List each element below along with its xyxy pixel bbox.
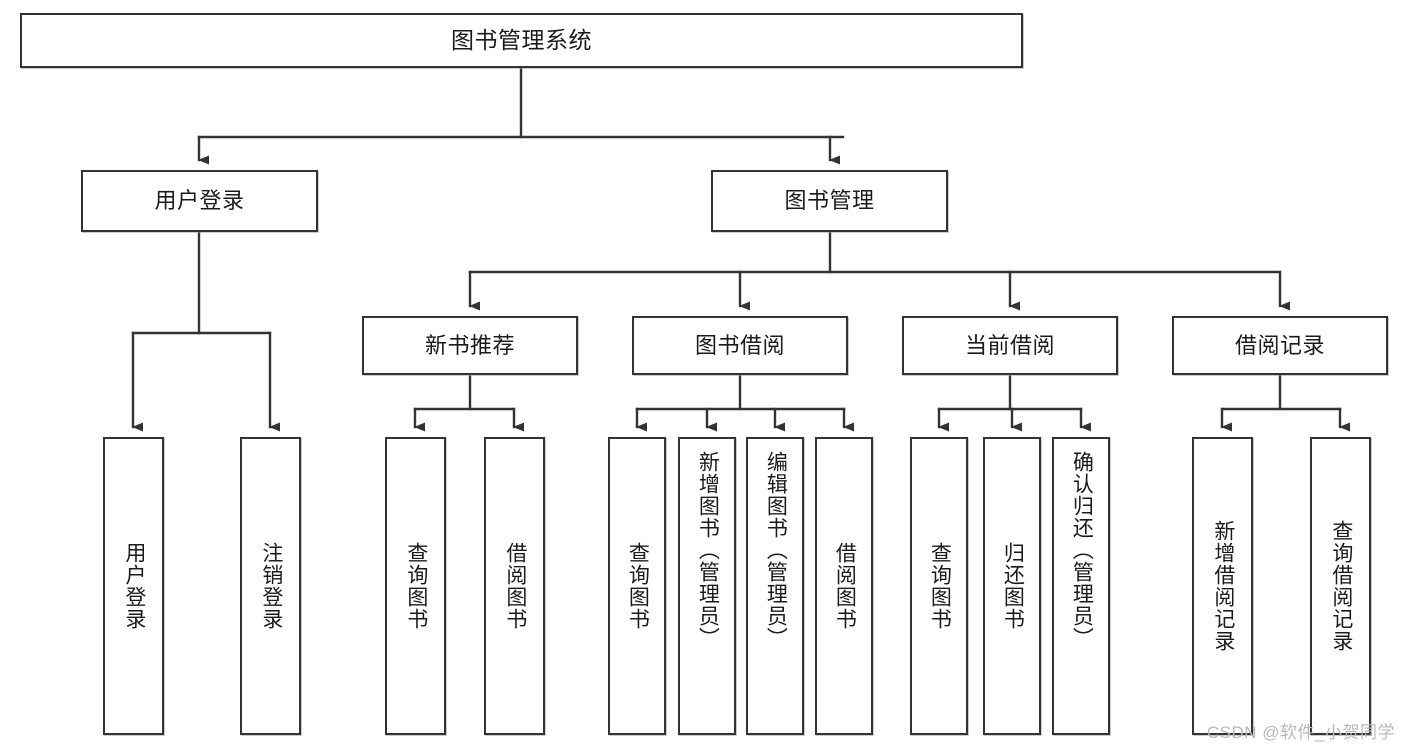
node-borrow-record-label: 借阅记录 <box>1234 332 1325 358</box>
node-book-management-label: 图书管理 <box>784 188 875 214</box>
node-leaf-query-book-1-label: 查询图书 <box>404 542 428 630</box>
node-leaf-confirm-return[interactable]: 确认归还（管理员） <box>1052 437 1110 735</box>
node-leaf-return-book[interactable]: 归还图书 <box>983 437 1041 735</box>
node-current-borrow[interactable]: 当前借阅 <box>902 316 1118 375</box>
node-leaf-borrow-book-2[interactable]: 借阅图书 <box>815 437 873 735</box>
node-leaf-query-record[interactable]: 查询借阅记录 <box>1310 437 1371 735</box>
node-new-book-recommend-label: 新书推荐 <box>424 332 515 358</box>
node-book-borrow[interactable]: 图书借阅 <box>632 316 848 375</box>
node-leaf-user-login-label: 用户登录 <box>122 542 146 630</box>
node-leaf-borrow-book-1[interactable]: 借阅图书 <box>484 437 545 735</box>
node-leaf-user-login[interactable]: 用户登录 <box>103 437 164 735</box>
node-leaf-edit-book[interactable]: 编辑图书（管理员） <box>746 437 804 735</box>
node-leaf-query-book-2-label: 查询图书 <box>626 542 650 630</box>
node-leaf-return-book-label: 归还图书 <box>1001 542 1025 630</box>
node-borrow-record[interactable]: 借阅记录 <box>1172 316 1388 375</box>
node-leaf-query-book-2[interactable]: 查询图书 <box>608 437 666 735</box>
node-leaf-query-record-label: 查询借阅记录 <box>1329 520 1353 652</box>
node-leaf-query-book-1[interactable]: 查询图书 <box>385 437 446 735</box>
node-leaf-borrow-book-1-label: 借阅图书 <box>503 542 527 630</box>
node-leaf-add-record-label: 新增借阅记录 <box>1211 520 1235 652</box>
node-root[interactable]: 图书管理系统 <box>20 13 1023 68</box>
node-leaf-query-book-3[interactable]: 查询图书 <box>910 437 968 735</box>
node-leaf-add-book[interactable]: 新增图书（管理员） <box>678 437 736 735</box>
node-leaf-edit-book-label: 编辑图书（管理员） <box>764 451 788 649</box>
node-leaf-add-book-label: 新增图书（管理员） <box>696 451 720 649</box>
node-leaf-confirm-return-label: 确认归还（管理员） <box>1070 451 1094 649</box>
node-new-book-recommend[interactable]: 新书推荐 <box>362 316 578 375</box>
node-user-login-label: 用户登录 <box>154 188 245 214</box>
node-user-login[interactable]: 用户登录 <box>81 170 318 232</box>
node-book-borrow-label: 图书借阅 <box>694 332 785 358</box>
node-leaf-add-record[interactable]: 新增借阅记录 <box>1192 437 1253 735</box>
watermark-text: CSDN @软件_小贺同学 <box>1206 723 1395 742</box>
node-leaf-borrow-book-2-label: 借阅图书 <box>833 542 857 630</box>
node-leaf-logout-label: 注销登录 <box>259 542 283 630</box>
node-current-borrow-label: 当前借阅 <box>964 332 1055 358</box>
node-leaf-logout[interactable]: 注销登录 <box>240 437 301 735</box>
node-root-label: 图书管理系统 <box>451 26 592 53</box>
node-leaf-query-book-3-label: 查询图书 <box>928 542 952 630</box>
node-book-management[interactable]: 图书管理 <box>711 170 948 232</box>
